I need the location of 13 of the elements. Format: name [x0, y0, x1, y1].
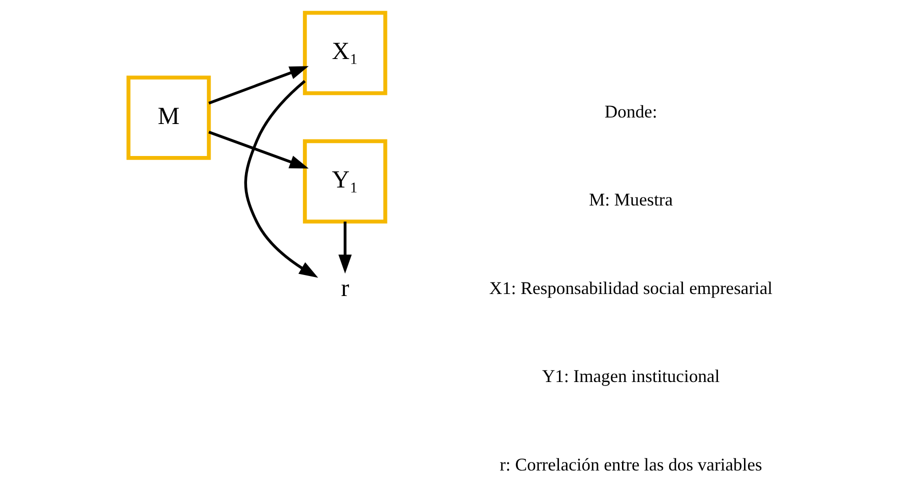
node-box: M	[126, 76, 210, 160]
label: M: Muestra	[588, 190, 672, 210]
arrow	[208, 130, 308, 168]
label: r: Correlación entre las dos variables	[499, 454, 762, 474]
node-text: r	[340, 274, 349, 302]
arrow	[208, 66, 308, 105]
node-box: Y₁	[302, 139, 387, 224]
arrow	[338, 222, 352, 274]
node-box: X₁	[302, 10, 387, 96]
arrow	[244, 80, 318, 278]
label: Y1: Imagen institucional	[542, 366, 720, 386]
label: Donde:	[604, 102, 657, 122]
label: X1: Responsabilidad social empresarial	[488, 278, 772, 298]
